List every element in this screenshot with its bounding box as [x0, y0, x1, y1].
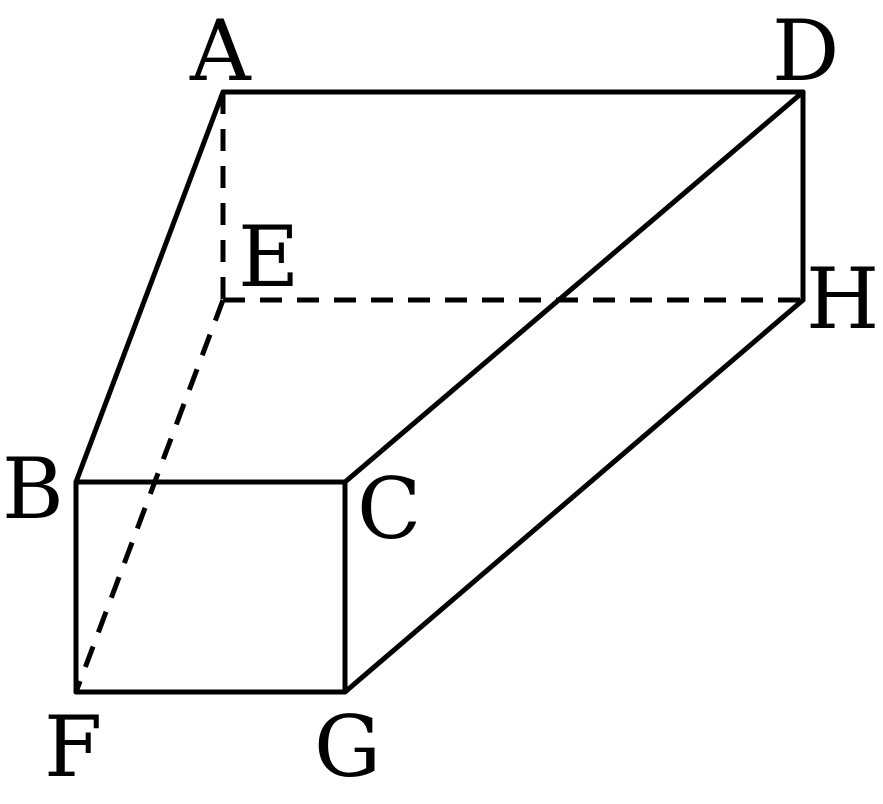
vertex-label-C: C: [357, 460, 421, 558]
vertex-label-B: B: [2, 440, 64, 538]
vertex-label-A: A: [189, 2, 252, 100]
edge-EF: [73, 299, 226, 693]
vertex-label-H: H: [806, 250, 879, 348]
edge-DC: [342, 89, 806, 485]
vertex-label-F: F: [44, 698, 102, 796]
edge-HG: [342, 297, 806, 695]
edge-AB: [73, 89, 226, 485]
vertex-label-E: E: [238, 208, 299, 306]
vertex-label-D: D: [772, 2, 839, 100]
vertex-label-G: G: [314, 698, 381, 796]
